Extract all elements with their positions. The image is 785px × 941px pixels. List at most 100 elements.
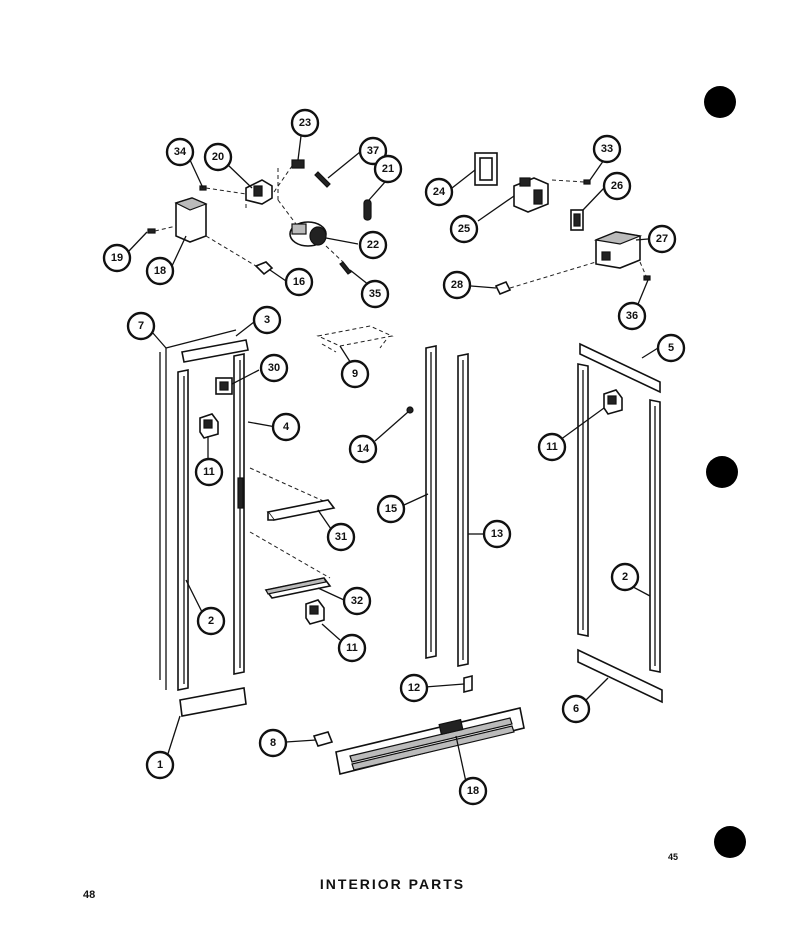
part-21-rod xyxy=(363,199,372,221)
part-31-shelf-support xyxy=(266,499,336,521)
part-2-left-stile xyxy=(177,369,189,691)
callout-28: 28 xyxy=(442,270,472,300)
small-page-mark: 45 xyxy=(668,852,679,862)
svg-text:28: 28 xyxy=(451,279,463,291)
part-37-screw xyxy=(314,171,331,188)
callout-35: 35 xyxy=(360,279,390,309)
svg-text:31: 31 xyxy=(335,531,347,543)
binder-hole-top xyxy=(704,86,736,118)
callout-24: 24 xyxy=(424,177,454,207)
part-9-shelf xyxy=(316,325,394,353)
part-35-screw xyxy=(339,261,352,275)
callout-4: 4 xyxy=(271,412,301,442)
svg-text:2: 2 xyxy=(208,615,214,627)
svg-text:32: 32 xyxy=(351,595,363,607)
svg-text:26: 26 xyxy=(611,180,623,192)
callout-11-left: 11 xyxy=(194,457,224,487)
page-number: 48 xyxy=(83,889,96,901)
svg-text:20: 20 xyxy=(212,151,224,163)
svg-text:7: 7 xyxy=(138,320,144,332)
right-liner-frame xyxy=(577,342,663,704)
shelf-supports xyxy=(249,467,336,625)
callout-25: 25 xyxy=(449,214,479,244)
svg-text:11: 11 xyxy=(546,441,558,453)
part-1-bottom-trim xyxy=(179,687,247,717)
part-28-clip xyxy=(494,280,512,296)
svg-text:27: 27 xyxy=(656,233,668,245)
svg-text:1: 1 xyxy=(157,759,163,771)
svg-text:23: 23 xyxy=(299,117,311,129)
svg-text:11: 11 xyxy=(346,642,358,654)
callout-15: 15 xyxy=(376,494,406,524)
part-33-screw xyxy=(583,179,591,185)
svg-text:8: 8 xyxy=(270,737,276,749)
callout-18-grille: 18 xyxy=(458,776,488,806)
svg-text:12: 12 xyxy=(408,682,420,694)
callout-33: 33 xyxy=(592,134,622,164)
svg-text:18: 18 xyxy=(467,785,479,797)
callout-27: 27 xyxy=(647,224,677,254)
svg-text:30: 30 xyxy=(268,362,280,374)
binder-hole-middle xyxy=(706,456,738,488)
callout-6: 6 xyxy=(561,694,591,724)
part-3-top-trim xyxy=(181,339,249,363)
callout-8: 8 xyxy=(258,728,288,758)
part-8-clip xyxy=(312,731,334,747)
callout-30: 30 xyxy=(259,353,289,383)
callout-3: 3 xyxy=(252,305,282,335)
callout-18-control-box: 18 xyxy=(145,256,175,286)
svg-text:6: 6 xyxy=(573,703,579,715)
callout-11-middle: 11 xyxy=(337,633,367,663)
svg-text:11: 11 xyxy=(203,466,215,478)
svg-text:25: 25 xyxy=(458,223,470,235)
callout-2-right: 2 xyxy=(610,562,640,592)
svg-text:2: 2 xyxy=(622,571,628,583)
part-11-clip-left xyxy=(199,413,219,439)
part-11-clip-middle xyxy=(305,599,325,625)
callout-36: 36 xyxy=(617,301,647,331)
callout-5: 5 xyxy=(656,333,686,363)
control-assembly-right xyxy=(474,152,651,296)
part-12-bracket xyxy=(463,674,473,694)
callout-12: 12 xyxy=(399,673,429,703)
part-14-pin xyxy=(406,406,414,414)
callout-31: 31 xyxy=(326,522,356,552)
svg-text:22: 22 xyxy=(367,239,379,251)
part-11-clip-right xyxy=(603,389,623,415)
svg-text:19: 19 xyxy=(111,252,123,264)
svg-text:21: 21 xyxy=(382,163,394,175)
svg-text:13: 13 xyxy=(491,528,503,540)
part-5-top-trim xyxy=(579,342,661,394)
page-title: INTERIOR PARTS xyxy=(319,876,466,892)
svg-text:16: 16 xyxy=(293,276,305,288)
callout-14: 14 xyxy=(348,434,378,464)
callout-9: 9 xyxy=(340,359,370,389)
part-18-toe-grille xyxy=(335,707,525,775)
callout-20: 20 xyxy=(203,142,233,172)
svg-text:5: 5 xyxy=(668,342,674,354)
part-30-hinge xyxy=(215,377,233,395)
part-36-screw xyxy=(643,275,651,281)
callout-22: 22 xyxy=(358,230,388,260)
part-7-liner xyxy=(159,329,237,690)
callout-2-left: 2 xyxy=(196,606,226,636)
left-liner-frame xyxy=(159,329,249,717)
part-25-timer xyxy=(513,177,549,213)
svg-text:24: 24 xyxy=(433,186,446,198)
callout-11-right: 11 xyxy=(537,432,567,462)
part-6-bottom-trim xyxy=(577,648,663,704)
svg-text:18: 18 xyxy=(154,265,166,277)
svg-text:4: 4 xyxy=(283,421,290,433)
callout-1: 1 xyxy=(145,750,175,780)
binder-hole-bottom xyxy=(714,826,746,858)
part-23-spring xyxy=(291,159,305,169)
part-16-connector xyxy=(254,261,274,276)
part-4-right-stile xyxy=(233,353,245,675)
callout-23: 23 xyxy=(290,108,320,138)
callout-19: 19 xyxy=(102,243,132,273)
part-22-thermostat xyxy=(289,221,327,247)
callout-13: 13 xyxy=(482,519,512,549)
part-27-housing xyxy=(593,231,643,269)
svg-text:36: 36 xyxy=(626,310,638,322)
